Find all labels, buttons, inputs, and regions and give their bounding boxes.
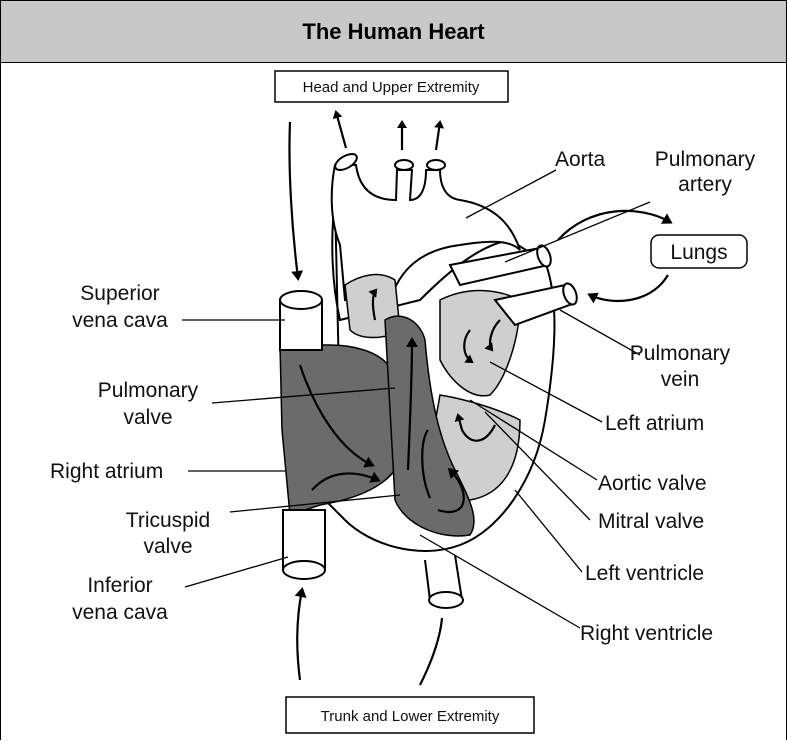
trunk-box-label: Trunk and Lower Extremity — [321, 708, 500, 725]
head-box-label: Head and Upper Extremity — [303, 79, 480, 96]
pulmonary-valve-label-1: Pulmonary — [98, 379, 199, 402]
aortic-valve-label: Aortic valve — [598, 472, 707, 495]
lungs-box: Lungs — [651, 235, 747, 268]
superior-vena-cava-label-1: Superior — [80, 282, 159, 305]
tricuspid-valve-label-1: Tricuspid — [126, 509, 210, 532]
head-upper-extremity-box: Head and Upper Extremity — [275, 71, 508, 102]
pulmonary-valve-label-2: valve — [123, 406, 172, 429]
inferior-vena-cava-label-1: Inferior — [87, 574, 152, 597]
right-ventricle-label: Right ventricle — [580, 622, 713, 645]
superior-vena-cava-label-2: vena cava — [72, 309, 168, 332]
mitral-valve-label: Mitral valve — [598, 510, 704, 533]
pulmonary-artery-label-1: Pulmonary — [655, 148, 756, 171]
left-atrium-label: Left atrium — [605, 412, 704, 435]
tricuspid-valve-label-2: valve — [143, 535, 192, 558]
aorta-label: Aorta — [555, 148, 606, 171]
inferior-vena-cava — [283, 510, 325, 579]
superior-vena-cava — [280, 291, 322, 350]
inferior-vena-cava-label-2: vena cava — [72, 601, 168, 624]
left-ventricle-label: Left ventricle — [585, 562, 704, 585]
right-atrium-label: Right atrium — [50, 460, 163, 483]
pulmonary-artery-label-2: artery — [678, 173, 732, 196]
trunk-lower-extremity-box: Trunk and Lower Extremity — [286, 697, 534, 733]
pulmonary-vein-label-1: Pulmonary — [630, 342, 731, 365]
descending-aorta — [425, 555, 463, 608]
lungs-label: Lungs — [670, 241, 727, 264]
pulmonary-vein-label-2: vein — [661, 368, 700, 391]
